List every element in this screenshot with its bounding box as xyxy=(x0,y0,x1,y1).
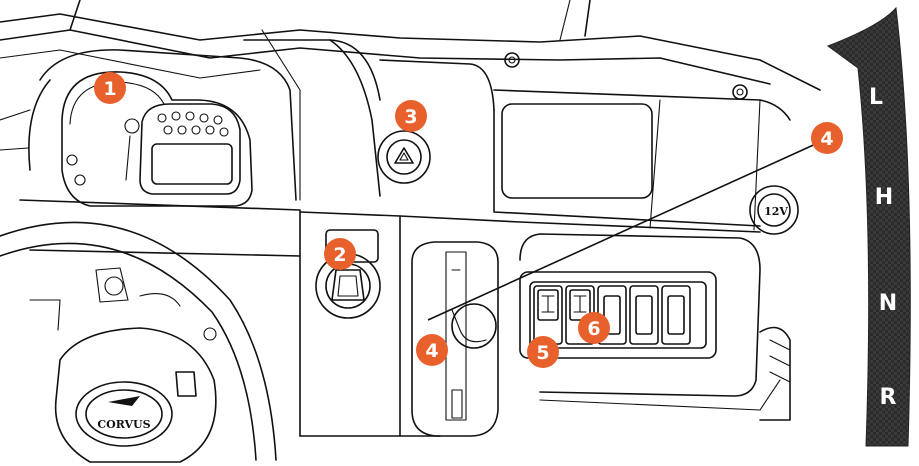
rocker-switch-blank-3 xyxy=(661,285,691,345)
callout-4-lever: 4 xyxy=(416,334,448,366)
gear-label-r: R xyxy=(880,385,897,410)
svg-text:4: 4 xyxy=(425,340,438,362)
instrument-cluster xyxy=(61,71,253,207)
callout-5: 5 xyxy=(527,336,559,368)
gear-label-h: H xyxy=(875,185,893,210)
callout-4-gear-strip: 4 xyxy=(811,122,843,154)
indicator-lamps xyxy=(157,111,229,137)
callout-4-leader-line xyxy=(427,141,821,321)
svg-text:1: 1 xyxy=(103,78,116,100)
svg-text:6: 6 xyxy=(587,318,600,340)
svg-text:CORVUS: CORVUS xyxy=(97,418,150,431)
gear-label-l: L xyxy=(869,85,883,110)
callout-3: 3 xyxy=(395,100,427,132)
twelve-volt-socket: 12V xyxy=(749,185,799,235)
dashboard-drawing: 12V CORVUS xyxy=(0,0,821,463)
svg-text:2: 2 xyxy=(333,244,346,266)
svg-text:5: 5 xyxy=(536,342,549,364)
gear-label-n: N xyxy=(879,291,897,316)
range-selector-slot xyxy=(411,241,499,437)
callout-1: 1 xyxy=(94,72,126,104)
svg-text:4: 4 xyxy=(820,128,833,150)
svg-text:3: 3 xyxy=(404,106,417,128)
steering-wheel: CORVUS xyxy=(0,221,277,463)
rocker-switch-awd xyxy=(533,285,563,345)
hazard-switch xyxy=(377,130,431,184)
callout-2: 2 xyxy=(324,238,356,270)
callout-6: 6 xyxy=(578,312,610,344)
svg-text:12V: 12V xyxy=(764,205,788,218)
gear-selector-strip: L H N R xyxy=(826,6,911,447)
rocker-switch-blank-2 xyxy=(629,285,659,345)
